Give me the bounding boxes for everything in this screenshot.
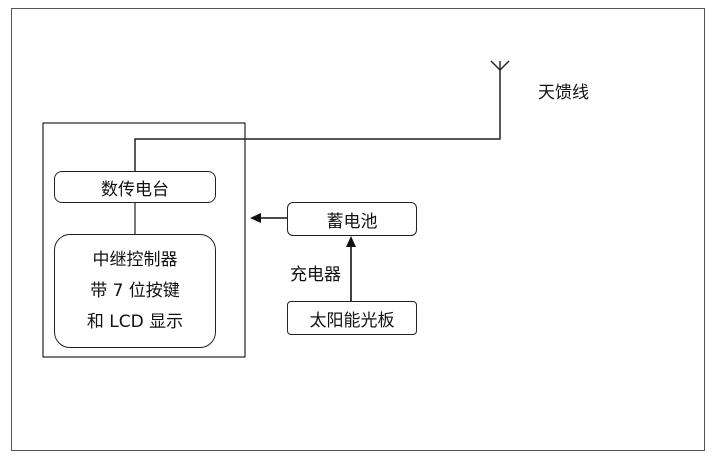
antenna-label: 天馈线 [538, 83, 589, 103]
radio-label: 数传电台 [101, 179, 169, 200]
radio-box: 数传电台 [54, 171, 216, 203]
battery-box: 蓄电池 [287, 202, 417, 236]
diagram-frame [11, 8, 705, 451]
antenna-icon [490, 60, 510, 71]
solar-arrow-head [346, 236, 356, 247]
relay-line-3: 和 LCD 显示 [86, 311, 184, 332]
battery-label: 蓄电池 [326, 211, 378, 232]
solar-panel-box: 太阳能光板 [287, 301, 417, 335]
antenna-feed-line [134, 70, 501, 171]
battery-arrow-head [250, 213, 261, 223]
solar-label: 太阳能光板 [309, 310, 395, 331]
relay-controller-box: 中继控制器 带 7 位按键 和 LCD 显示 [54, 234, 216, 348]
device-enclosure [42, 122, 246, 358]
relay-line-1: 中继控制器 [92, 249, 178, 270]
charger-label: 充电器 [290, 265, 341, 285]
relay-line-2: 带 7 位按键 [90, 280, 180, 301]
